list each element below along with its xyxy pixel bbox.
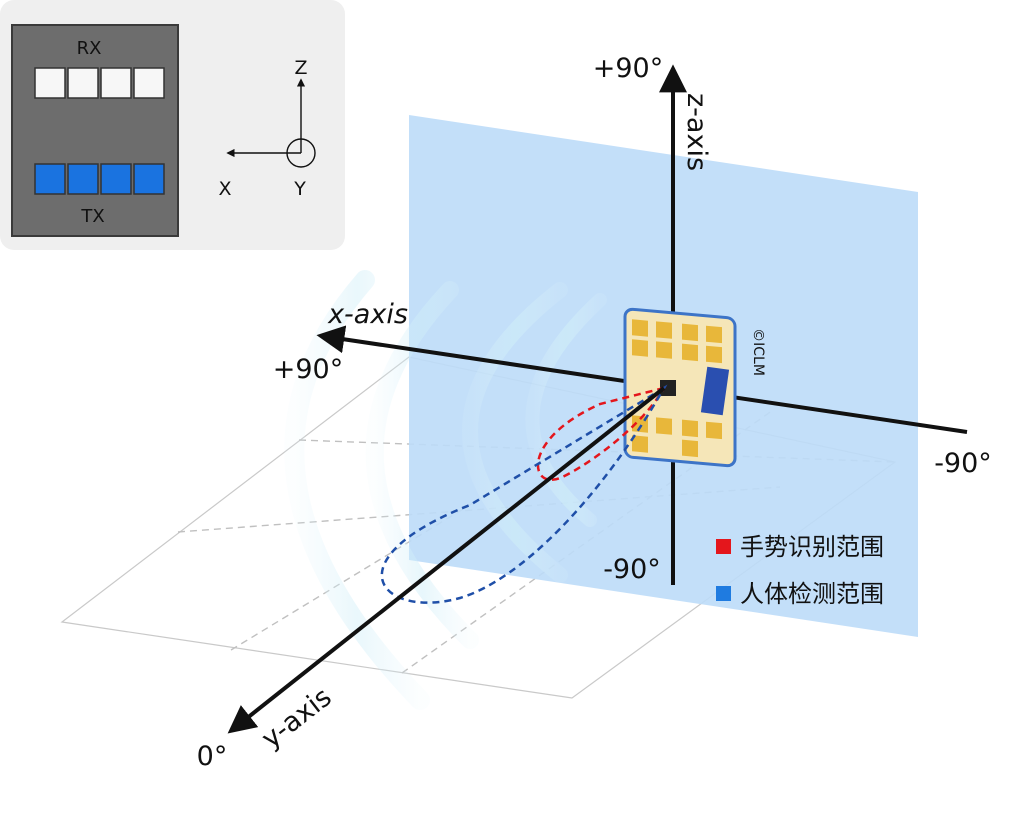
tx-antenna-row (34, 163, 165, 195)
triad-x-label: X (218, 178, 231, 200)
tx-antenna-3 (100, 163, 132, 195)
rx-antenna-4 (133, 67, 165, 99)
x-plus-90-label: +90° (273, 354, 343, 385)
rx-antenna-2 (67, 67, 99, 99)
triad-z-label: Z (294, 57, 307, 79)
z-minus-90-label: -90° (603, 554, 661, 585)
x-minus-90-label: -90° (934, 448, 992, 479)
rx-antenna-1 (34, 67, 66, 99)
y-zero-label: 0° (197, 741, 228, 772)
z-plus-90-label: +90° (593, 53, 663, 84)
triad-y-circle (286, 138, 316, 168)
y-axis-label: y-axis (256, 682, 338, 755)
rx-antenna-3 (100, 67, 132, 99)
rx-label: RX (77, 38, 102, 59)
module-patches (632, 319, 722, 458)
z-axis-label: z-axis (681, 93, 712, 171)
tx-label: TX (80, 206, 104, 227)
presence-range-lobe (380, 384, 668, 604)
antenna-inset: RX TX Z X Y (0, 0, 345, 250)
tx-antenna-4 (133, 163, 165, 195)
watermark: ©ICLM (750, 328, 766, 376)
antenna-board (11, 24, 179, 237)
tx-antenna-1 (34, 163, 66, 195)
legend-presence-swatch (716, 586, 731, 601)
radar-module: ©ICLM (623, 307, 766, 468)
triad-y-label: Y (293, 178, 306, 200)
module-chip (660, 380, 676, 396)
legend-gesture-swatch (716, 539, 731, 554)
legend: 手势识别范围 人体检测范围 (716, 533, 884, 608)
y-axis-line (227, 386, 666, 734)
tx-antenna-2 (67, 163, 99, 195)
module-connector (700, 366, 730, 416)
legend-presence-label: 人体检测范围 (740, 580, 884, 608)
legend-gesture-label: 手势识别范围 (740, 533, 884, 561)
rx-antenna-row (34, 67, 165, 99)
x-axis-label: x-axis (327, 299, 408, 330)
coordinate-triad: Z X Y (218, 57, 316, 200)
gesture-range-lobe (536, 386, 667, 481)
